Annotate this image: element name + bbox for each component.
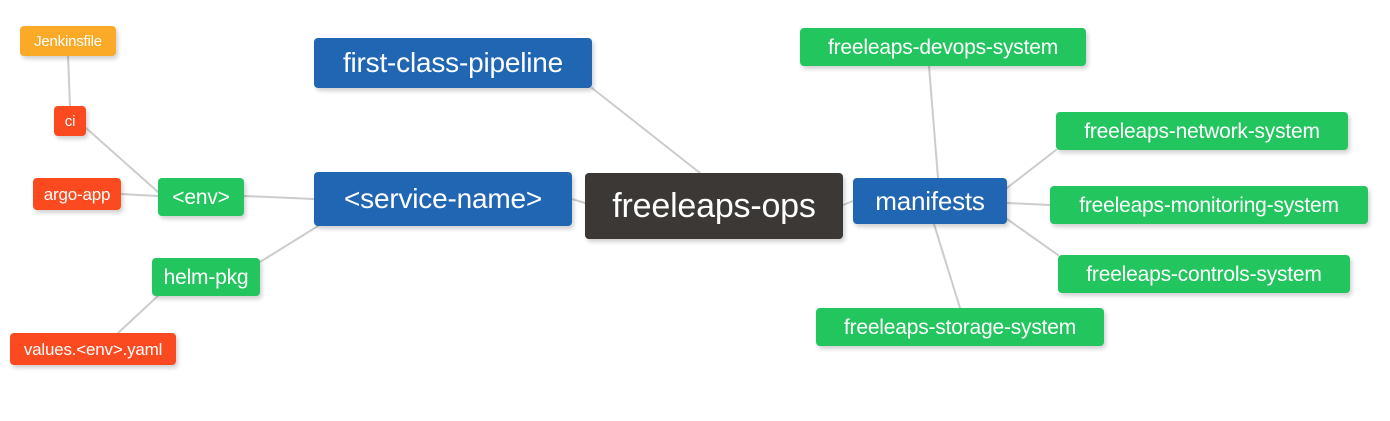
mindmap-node-label: freeleaps-storage-system (843, 315, 1077, 339)
mindmap-node-label: manifests (875, 186, 985, 216)
edge-argo-to-env (120, 193, 159, 197)
mindmap-node-label: <env> (172, 185, 230, 209)
edge-env-to-service (243, 195, 315, 200)
mindmap-node-manifests[interactable]: manifests (853, 178, 1007, 224)
mindmap-node-argo[interactable]: argo-app (33, 178, 121, 210)
mindmap-node-label: argo-app (43, 184, 111, 204)
mindmap-node-label: freeleaps-monitoring-system (1079, 193, 1339, 217)
mindmap-node-label: freeleaps-network-system (1084, 119, 1320, 143)
edge-manifests-to-network (1006, 149, 1057, 189)
edge-jenkins-to-ci (67, 55, 71, 107)
edge-service-to-root (571, 198, 586, 204)
edge-manifests-to-monitoring (1006, 202, 1051, 206)
mindmap-node-jenkins[interactable]: Jenkinsfile (20, 26, 116, 56)
mindmap-node-values[interactable]: values.<env>.yaml (10, 333, 176, 365)
mindmap-node-label: freeleaps-controls-system (1086, 262, 1322, 286)
mindmap-node-helm[interactable]: helm-pkg (152, 258, 260, 296)
mindmap-node-label: <service-name> (344, 183, 542, 214)
mindmap-node-label: first-class-pipeline (342, 47, 564, 78)
mindmap-node-controls[interactable]: freeleaps-controls-system (1058, 255, 1350, 293)
mindmap-node-root[interactable]: freeleaps-ops (585, 173, 843, 239)
mindmap-node-network[interactable]: freeleaps-network-system (1056, 112, 1348, 150)
edge-ci-to-env (85, 127, 159, 193)
mindmap-node-devops[interactable]: freeleaps-devops-system (800, 28, 1086, 66)
mindmap-node-ci[interactable]: ci (54, 106, 86, 136)
edge-helm-to-values (117, 293, 161, 334)
mindmap-node-pipeline[interactable]: first-class-pipeline (314, 38, 592, 88)
mindmap-node-label: values.<env>.yaml (23, 339, 163, 359)
edge-manifests-to-controls (1006, 218, 1059, 256)
mindmap-node-label: ci (64, 112, 76, 130)
mindmap-node-label: Jenkinsfile (34, 32, 102, 50)
mindmap-node-monitoring[interactable]: freeleaps-monitoring-system (1050, 186, 1368, 224)
mindmap-node-label: helm-pkg (163, 265, 249, 289)
mindmap-node-label: freeleaps-ops (612, 187, 816, 225)
mindmap-node-storage[interactable]: freeleaps-storage-system (816, 308, 1104, 346)
edge-root-to-manifests (842, 200, 854, 206)
edge-manifests-to-devops (928, 65, 939, 179)
mindmap-node-env[interactable]: <env> (158, 178, 244, 216)
mindmap-node-label: freeleaps-devops-system (828, 35, 1058, 59)
edge-manifests-to-storage (933, 223, 961, 309)
mindmap-node-service[interactable]: <service-name> (314, 172, 572, 226)
edge-service-to-helm (259, 225, 319, 263)
edge-pipeline-to-root (591, 87, 701, 174)
